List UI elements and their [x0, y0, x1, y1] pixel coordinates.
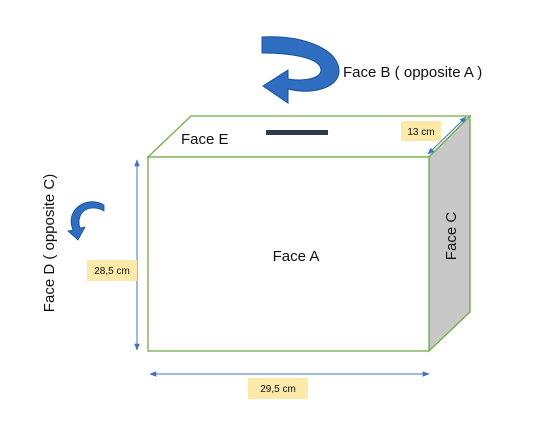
depth-dimension-label: 13 cm: [407, 127, 434, 138]
depth-dimension-line: [427, 116, 467, 155]
face-c-label: Face C: [443, 212, 460, 261]
curved-arrow-left-icon: [261, 36, 340, 104]
height-dimension-label: 28,5 cm: [94, 266, 130, 277]
width-dimension-label: 29,5 cm: [260, 384, 296, 395]
slot-handle: [266, 130, 328, 135]
curved-arrow-down-icon: [67, 201, 105, 241]
face-d-label: Face D ( opposite C): [41, 174, 58, 312]
height-dimension-box: [87, 260, 137, 281]
width-dimension-box: [248, 378, 308, 399]
face-e-label: Face E: [181, 131, 229, 148]
face-a-label: Face A: [273, 248, 320, 265]
depth-dimension-box: [401, 121, 441, 141]
face-b-label: Face B ( opposite A ): [343, 64, 482, 81]
face-a-front: [147, 156, 430, 352]
